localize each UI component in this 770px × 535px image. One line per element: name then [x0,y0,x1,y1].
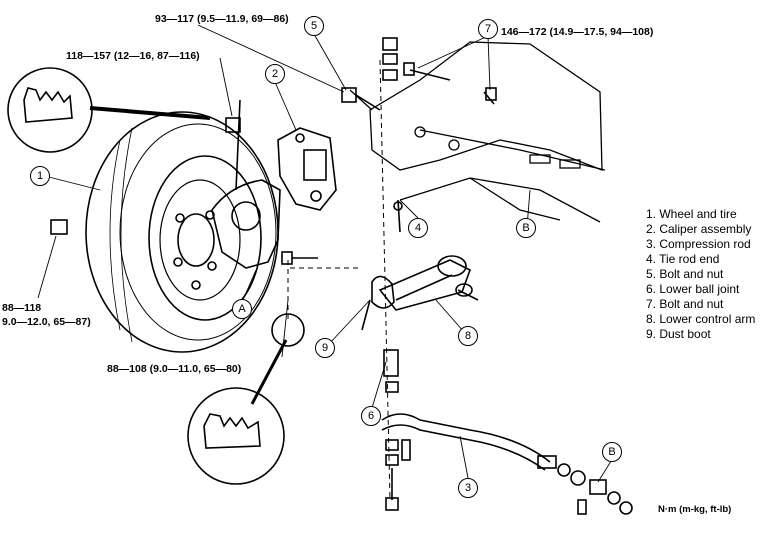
callout-6: 6 [361,406,381,426]
callout-5: 5 [304,16,324,36]
inset-detail-bottom [187,313,305,485]
legend-item: 8. Lower control arm [646,312,756,326]
callout-3: 3 [458,478,478,498]
callout-7: 7 [478,19,498,39]
steering-knuckle-drawing [211,99,281,269]
legend-item: 9. Dust boot [646,327,711,341]
legend-item: 1. Wheel and tire [646,207,737,221]
parts-legend: 1. Wheel and tire 2. Caliper assembly 3.… [646,207,755,342]
legend-item: 6. Lower ball joint [646,282,740,296]
compression-rod-drawing [381,413,633,515]
inset-detail-top [7,67,211,153]
callout-8: 8 [458,326,478,346]
callout-4: 4 [408,218,428,238]
torque-label-nut-line1: 88—118 [2,302,42,314]
legend-item: 2. Caliper assembly [646,222,752,236]
callout-2: 2 [265,64,285,84]
legend-item: 3. Compression rod [646,237,751,251]
callout-1: 1 [30,166,50,186]
caliper-drawing [277,127,337,211]
torque-label-nut-line2: 9.0—12.0, 65—87) [2,316,91,328]
torque-label-caliper: 118—157 (12—16, 87—116) [66,50,200,62]
ball-joint-drawing [361,275,411,511]
frame-drawing [349,41,606,223]
wheel-and-tire-drawing [85,111,279,353]
torque-label-bolt-and-nut: 93—117 (9.5—11.9, 69—86) [155,13,289,25]
torque-label-upper-bolts: 146—172 (14.9—17.5, 94—108) [501,26,654,38]
callout-A: A [232,299,252,319]
callout-B-frame: B [516,218,536,238]
callout-9: 9 [315,338,335,358]
legend-item: 5. Bolt and nut [646,267,724,281]
legend-item: 7. Bolt and nut [646,297,724,311]
torque-unit-note: N·m (m-kg, ft-lb) [658,504,732,515]
lower-control-arm-drawing [378,255,479,311]
torque-label-ball-joint: 88—108 (9.0—11.0, 65—80) [107,363,242,375]
legend-item: 4. Tie rod end [646,252,720,266]
callout-B-rod: B [602,442,622,462]
